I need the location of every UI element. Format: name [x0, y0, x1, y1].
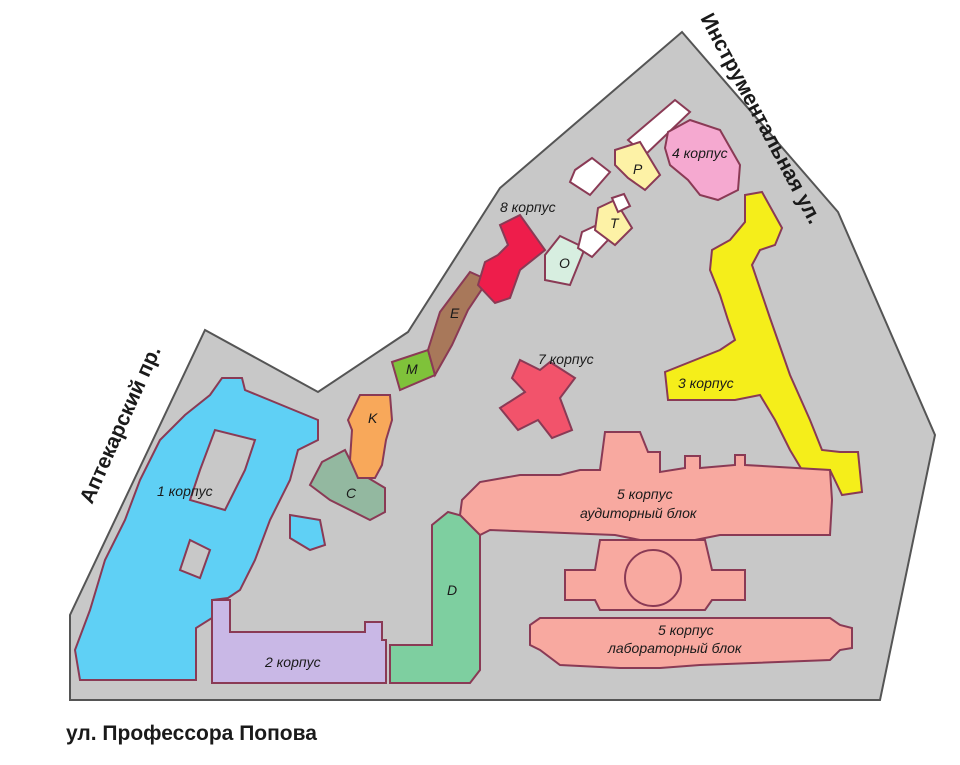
building-8-label: 8 корпус [500, 199, 556, 215]
building-4[interactable] [663, 118, 742, 202]
building-7-label: 7 корпус [538, 351, 594, 367]
building-o-label: O [559, 255, 570, 271]
building-p-label: P [633, 161, 643, 177]
white-block-2 [610, 192, 632, 214]
building-5a-line2: аудиторный блок [580, 505, 698, 521]
building-2-label: 2 корпус [264, 654, 321, 670]
building-5a-line1: 5 корпус [617, 486, 673, 502]
building-t[interactable] [593, 198, 634, 247]
building-5-laboratory-block[interactable] [529, 617, 853, 669]
building-2[interactable] [211, 599, 387, 684]
building-5-auditorium-block[interactable] [458, 431, 834, 541]
building-c-label: C [346, 485, 357, 501]
building-3-label: 3 корпус [678, 375, 734, 391]
building-c[interactable] [308, 448, 386, 522]
building-k[interactable] [346, 394, 394, 479]
building-4-label: 4 корпус [672, 145, 728, 161]
white-block-3 [568, 156, 612, 197]
building-5b-line1: 5 корпус [658, 622, 714, 638]
building-8[interactable] [476, 213, 547, 305]
building-7[interactable] [498, 358, 577, 440]
building-1-label: 1 корпус [157, 483, 213, 499]
street-popova: ул. Профессора Попова [66, 722, 317, 745]
building-5-rotunda[interactable] [624, 549, 682, 607]
building-e-label: E [450, 305, 460, 321]
building-t-label: T [610, 215, 620, 231]
building-k-label: K [368, 410, 378, 426]
building-1-annex[interactable] [289, 513, 327, 552]
building-m-label: M [406, 361, 418, 377]
building-e[interactable] [426, 270, 490, 378]
building-5b-line2: лабораторный блок [607, 640, 743, 656]
building-p[interactable] [614, 140, 662, 192]
building-d-label: D [447, 582, 457, 598]
